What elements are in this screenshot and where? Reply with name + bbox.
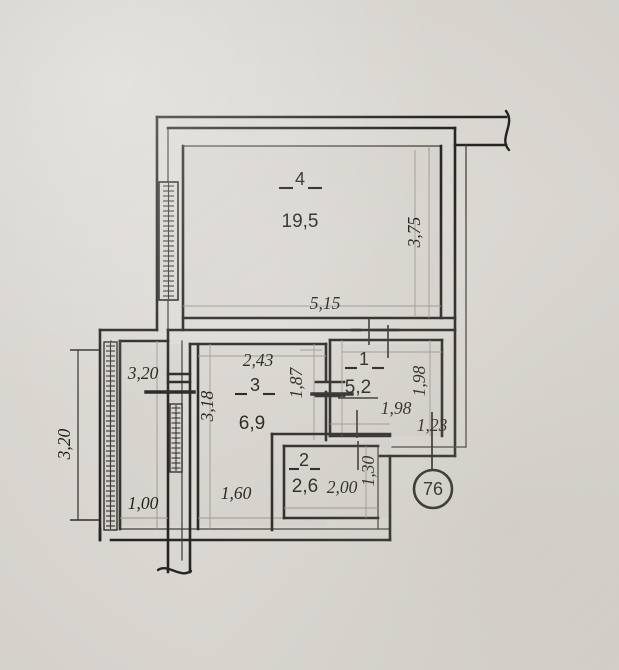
room-3-walls <box>188 342 346 531</box>
dimension-leaders <box>70 150 433 521</box>
dim-balcony-width: 1,00 <box>128 493 159 513</box>
dim-room3-right: 1,87 <box>286 366 306 398</box>
dim-room3-bottom: 1,60 <box>221 483 252 503</box>
dim-room2-height: 1,30 <box>358 455 378 486</box>
door-opening-balcony <box>144 372 196 394</box>
room-4-label: 4 19,5 <box>279 169 322 232</box>
room-4-area: 19,5 <box>282 211 319 232</box>
room-3-number: 3 <box>250 375 260 395</box>
dim-room1-bottom: 1,98 <box>381 398 412 418</box>
dim-room4-height: 3,75 <box>404 216 424 248</box>
room-2-number: 2 <box>299 450 309 470</box>
room-3-area: 6,9 <box>239 413 265 434</box>
room-3-label: 3 6,9 <box>235 375 275 434</box>
room-4-walls <box>166 144 457 332</box>
room-1-area: 5,2 <box>345 377 371 398</box>
room-2-walls <box>270 432 392 532</box>
room-1-label: 1 5,2 <box>345 349 384 398</box>
balcony-walls <box>118 339 170 531</box>
room-1-number: 1 <box>359 349 369 369</box>
window-hatch-balcony <box>103 341 118 531</box>
dim-room3-left: 3,18 <box>197 390 217 422</box>
dim-overall-left-height: 3,20 <box>54 428 74 460</box>
room-4-number: 4 <box>295 169 305 189</box>
break-line-bottom <box>156 567 193 575</box>
dim-room1-right: 1,98 <box>409 365 429 396</box>
apartment-number-callout: 76 <box>412 468 454 510</box>
room-2-label: 2 2,6 <box>289 450 320 497</box>
break-line-top-right <box>504 109 511 152</box>
dim-room2-width: 2,00 <box>327 477 358 497</box>
apartment-number-label: 76 <box>423 479 443 499</box>
dim-room3-top: 2,43 <box>243 350 274 370</box>
window-hatch-room4 <box>158 181 179 301</box>
room-1-walls <box>310 328 444 438</box>
dim-corner-small: 1,23 <box>417 415 448 435</box>
dim-balcony-height: 3,20 <box>127 363 159 383</box>
window-hatch-corridor <box>169 403 183 473</box>
room-2-area: 2,6 <box>292 476 318 497</box>
dim-room4-width: 5,15 <box>310 293 341 313</box>
